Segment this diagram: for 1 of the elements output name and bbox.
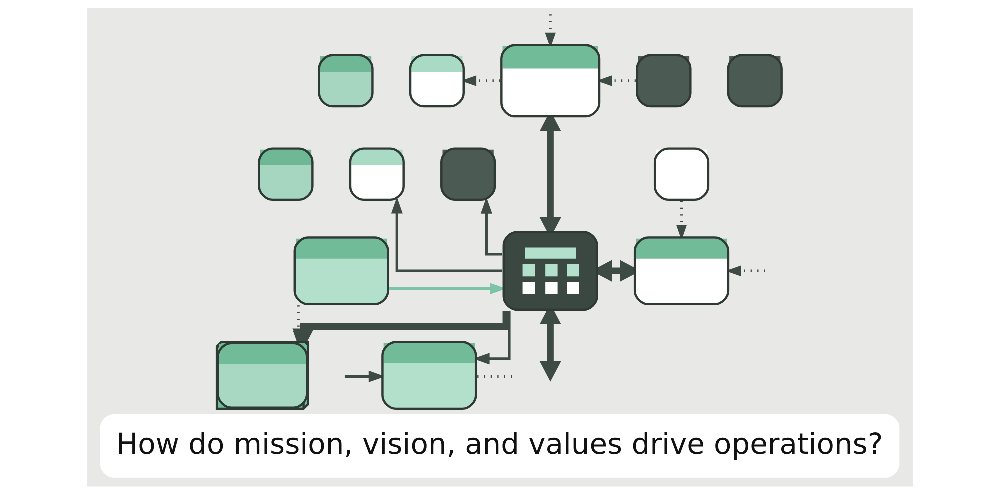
caption: How do mission, vision, and values drive operations?	[116, 426, 884, 461]
